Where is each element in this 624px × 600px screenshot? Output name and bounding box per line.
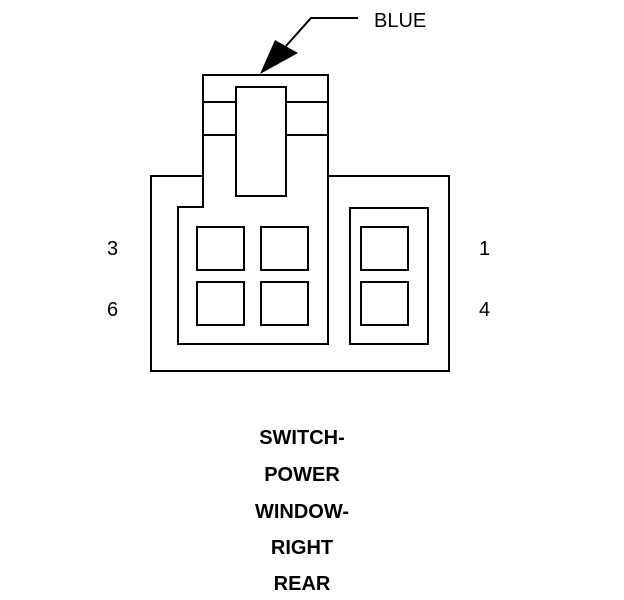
locking-tab (235, 86, 287, 197)
cavity-housing-right (349, 207, 429, 345)
cavity-housing-left (177, 176, 329, 345)
color-leader-line (285, 17, 358, 47)
caption-line-2: POWER (264, 464, 340, 486)
color-leader-arrow (260, 40, 298, 74)
caption-line-4: RIGHT (270, 537, 334, 559)
connector-body (150, 74, 450, 372)
pin-label-6: 6 (107, 299, 118, 321)
caption-line-5: REAR (273, 573, 331, 595)
pin-cavity-4 (360, 281, 409, 326)
connector-diagram: BLUE 3 6 1 4 (107, 10, 490, 372)
pin-label-3: 3 (107, 238, 118, 260)
caption-line-3: WINDOW- (254, 501, 349, 523)
pin-cavity-6 (196, 281, 245, 326)
pin-cavity-5 (260, 281, 309, 326)
caption-line-1: SWITCH- (259, 427, 345, 449)
pin-label-4: 4 (479, 299, 490, 321)
pin-cavity-3 (196, 226, 245, 271)
connector-color-label: BLUE (374, 10, 426, 32)
pin-cavity-2 (260, 226, 309, 271)
pin-label-1: 1 (479, 238, 490, 260)
pin-cavity-1 (360, 226, 409, 271)
